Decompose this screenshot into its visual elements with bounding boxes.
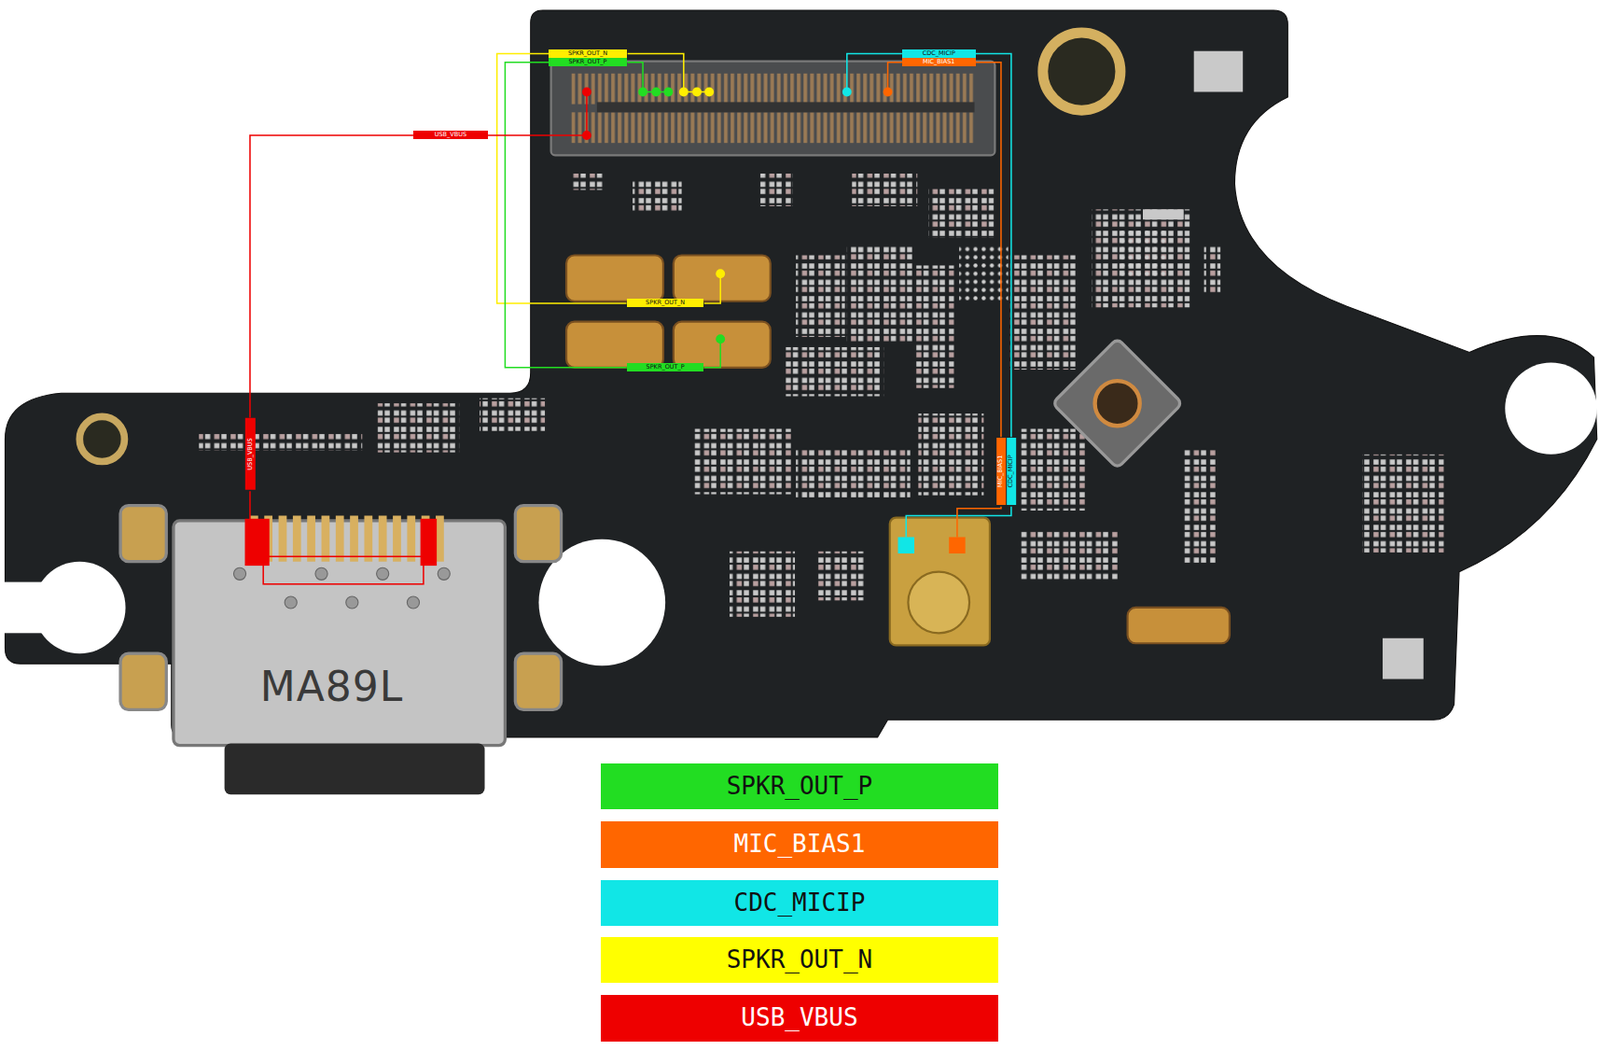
signal-tag: SPKR_OUT_N	[548, 49, 627, 58]
usb-c-port	[120, 505, 562, 795]
signal-tag: CDC_MICIP	[902, 49, 976, 58]
legend-swatch: SPKR_OUT_N	[600, 936, 998, 983]
connector-marking: MA89L	[260, 662, 404, 710]
coax-connector	[1052, 338, 1183, 469]
signal-dots	[245, 87, 966, 567]
signal-tag: USB_VBUS	[245, 417, 256, 490]
legend-text: USB_VBUS	[600, 994, 998, 1041]
legend-swatch: USB_VBUS	[600, 994, 998, 1041]
board-hole	[1504, 361, 1597, 454]
btb-connector	[551, 61, 996, 156]
mount-ring	[79, 416, 125, 461]
signal-tag: CDC_MICIP	[1006, 437, 1016, 505]
board-slot	[0, 582, 80, 634]
legend-text: CDC_MICIP	[600, 879, 998, 926]
legend-text: MIC_BIAS1	[600, 820, 998, 867]
microphone	[890, 517, 990, 646]
signal-tag: USB_VBUS	[413, 130, 488, 140]
signal-tag: MIC_BIAS1	[996, 437, 1006, 505]
legend-swatch: SPKR_OUT_P	[600, 763, 998, 809]
signal-tag: MIC_BIAS1	[902, 57, 976, 67]
legend-text: SPKR_OUT_N	[600, 936, 998, 983]
signal-tag: SPKR_OUT_P	[626, 362, 704, 372]
legend-swatch: CDC_MICIP	[600, 879, 998, 926]
signal-tag: SPKR_OUT_P	[548, 57, 627, 67]
legend-swatch: MIC_BIAS1	[600, 820, 998, 867]
signal-tag: SPKR_OUT_N	[626, 298, 704, 307]
legend-text: SPKR_OUT_P	[600, 763, 998, 809]
mount-ring	[1043, 32, 1121, 111]
signal-traces	[250, 53, 1012, 584]
